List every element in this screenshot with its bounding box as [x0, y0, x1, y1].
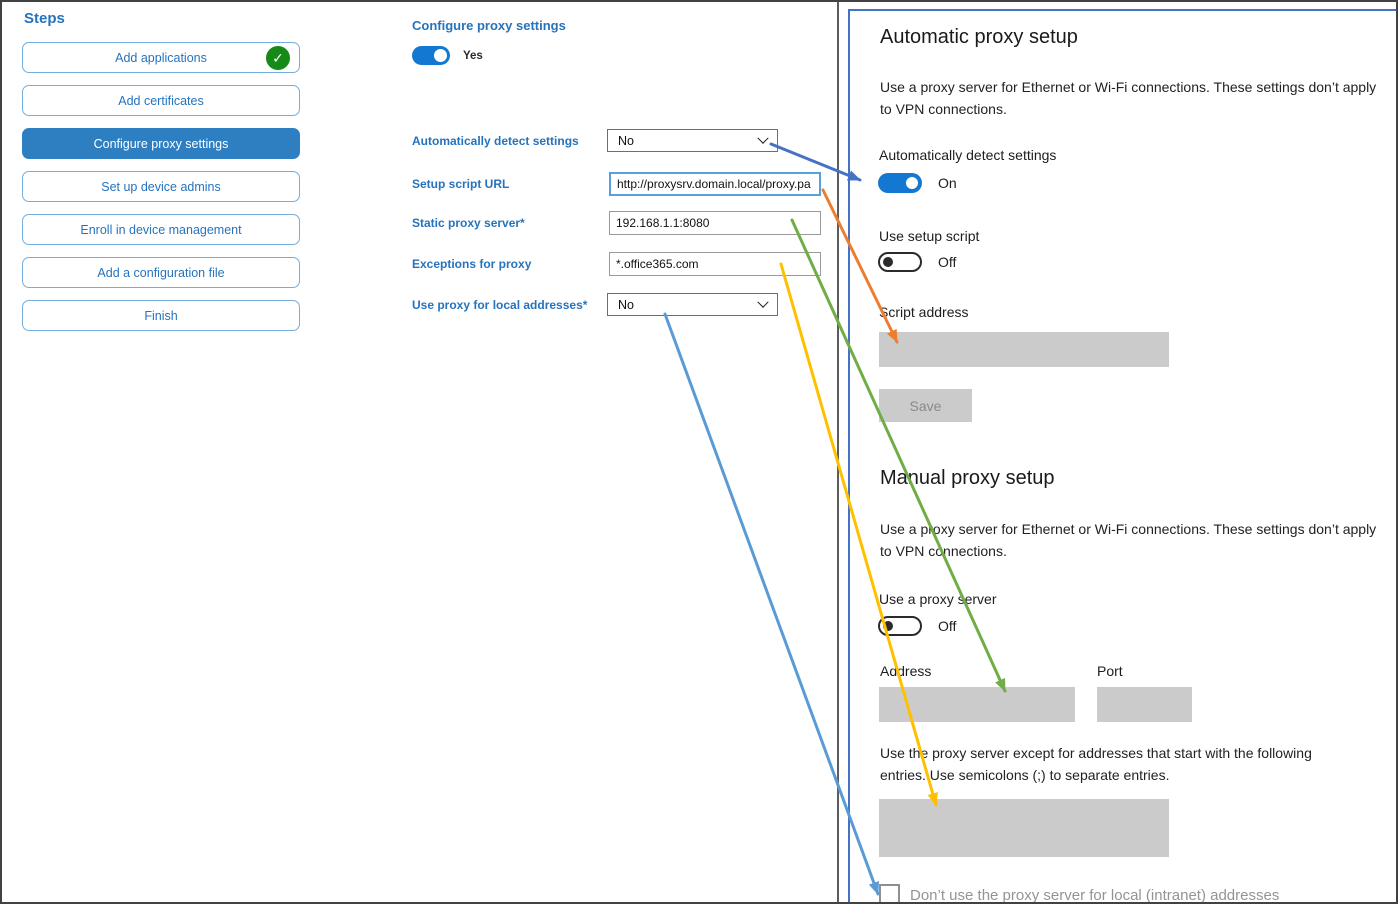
- use-setup-script-label: Use setup script: [879, 228, 980, 244]
- input-value: *.office365.com: [616, 257, 699, 271]
- proxy-address-input[interactable]: [879, 687, 1075, 722]
- toggle-state-label: Off: [938, 254, 957, 270]
- use-a-proxy-server-label: Use a proxy server: [879, 591, 997, 607]
- windows-proxy-settings-panel: Automatic proxy setup Use a proxy server…: [848, 9, 1396, 904]
- step-label: Set up device admins: [101, 179, 221, 194]
- auto-detect-settings-select[interactable]: No: [607, 129, 778, 152]
- field-label: Use proxy for local addresses*: [412, 297, 588, 312]
- select-value: No: [618, 297, 634, 312]
- automatic-proxy-description: Use a proxy server for Ethernet or Wi-Fi…: [880, 79, 1377, 117]
- script-address-label: Script address: [879, 304, 969, 320]
- form-row-setup-script-url: Setup script URL http://proxysrv.domain.…: [412, 172, 824, 196]
- chevron-down-icon: [757, 296, 769, 308]
- manual-proxy-description: Use a proxy server for Ethernet or Wi-Fi…: [880, 521, 1377, 559]
- use-a-proxy-server-toggle-row: Off: [878, 616, 956, 636]
- form-row-auto-detect: Automatically detect settings No: [412, 129, 824, 152]
- use-a-proxy-server-toggle[interactable]: [878, 616, 922, 636]
- local-addresses-checkbox-row: Don’t use the proxy server for local (in…: [879, 884, 1280, 904]
- configure-proxy-toggle[interactable]: [412, 46, 450, 65]
- step-enroll-device-management[interactable]: Enroll in device management: [22, 214, 300, 245]
- local-addresses-checkbox[interactable]: [879, 884, 900, 902]
- step-label: Configure proxy settings: [93, 136, 229, 151]
- field-label: Static proxy server*: [412, 216, 525, 230]
- manual-proxy-setup-heading: Manual proxy setup: [880, 467, 1055, 489]
- toggle-knob: [883, 621, 893, 631]
- automatic-proxy-setup-heading: Automatic proxy setup: [880, 26, 1078, 48]
- input-value: http://proxysrv.domain.local/proxy.pa: [617, 177, 811, 191]
- field-label: Setup script URL: [412, 177, 510, 191]
- step-set-up-device-admins[interactable]: Set up device admins: [22, 171, 300, 202]
- field-label: Exceptions for proxy: [412, 257, 532, 271]
- save-button[interactable]: Save: [879, 389, 972, 422]
- section-divider: [837, 2, 839, 902]
- step-add-applications[interactable]: Add applications ✓: [22, 42, 300, 73]
- form-row-local-addresses: Use proxy for local addresses* No: [412, 293, 824, 316]
- proxy-exceptions-textarea[interactable]: [879, 799, 1169, 857]
- port-label: Port: [1097, 663, 1123, 679]
- use-proxy-local-addresses-select[interactable]: No: [607, 293, 778, 316]
- auto-detect-toggle-row: On: [878, 173, 957, 193]
- steps-sidebar: Steps Add applications ✓ Add certificate…: [22, 10, 304, 343]
- form-row-exceptions: Exceptions for proxy *.office365.com: [412, 252, 824, 276]
- step-add-configuration-file[interactable]: Add a configuration file: [22, 257, 300, 288]
- step-label: Add a configuration file: [97, 265, 225, 280]
- step-label: Enroll in device management: [80, 222, 242, 237]
- steps-heading: Steps: [24, 10, 65, 27]
- exceptions-for-proxy-input[interactable]: *.office365.com: [609, 252, 821, 276]
- page-title: Configure proxy settings: [412, 18, 566, 33]
- proxy-port-input[interactable]: [1097, 687, 1192, 722]
- toggle-knob: [906, 177, 918, 189]
- auto-detect-settings-label: Automatically detect settings: [879, 147, 1057, 163]
- use-setup-script-toggle[interactable]: [878, 252, 922, 272]
- script-address-input[interactable]: [879, 332, 1169, 367]
- toggle-knob: [883, 257, 893, 267]
- proxy-exceptions-description: Use the proxy server except for addresse…: [880, 745, 1312, 783]
- step-label: Add applications: [115, 50, 207, 65]
- toggle-state-label: Yes: [463, 49, 483, 62]
- address-label: Address: [880, 663, 932, 679]
- field-label: Automatically detect settings: [412, 133, 579, 148]
- select-value: No: [618, 133, 634, 148]
- setup-script-url-input[interactable]: http://proxysrv.domain.local/proxy.pa: [609, 172, 821, 196]
- step-completed-check-icon: ✓: [266, 46, 290, 70]
- arrow-use-proxy-local-addresses: [663, 312, 880, 896]
- static-proxy-server-input[interactable]: 192.168.1.1:8080: [609, 211, 821, 235]
- step-label: Add certificates: [118, 93, 204, 108]
- use-setup-script-toggle-row: Off: [878, 252, 956, 272]
- local-addresses-checkbox-label: Don’t use the proxy server for local (in…: [910, 887, 1280, 904]
- toggle-state-label: Off: [938, 618, 957, 634]
- step-finish[interactable]: Finish: [22, 300, 300, 331]
- configure-proxy-enabled-row: Yes: [412, 46, 483, 65]
- input-value: 192.168.1.1:8080: [616, 216, 710, 230]
- auto-detect-toggle[interactable]: [878, 173, 922, 193]
- form-row-static-proxy: Static proxy server* 192.168.1.1:8080: [412, 211, 824, 235]
- step-configure-proxy-settings[interactable]: Configure proxy settings: [22, 128, 300, 159]
- chevron-down-icon: [757, 132, 769, 144]
- toggle-knob: [434, 49, 447, 62]
- step-label: Finish: [144, 308, 178, 323]
- step-add-certificates[interactable]: Add certificates: [22, 85, 300, 116]
- toggle-state-label: On: [938, 175, 957, 191]
